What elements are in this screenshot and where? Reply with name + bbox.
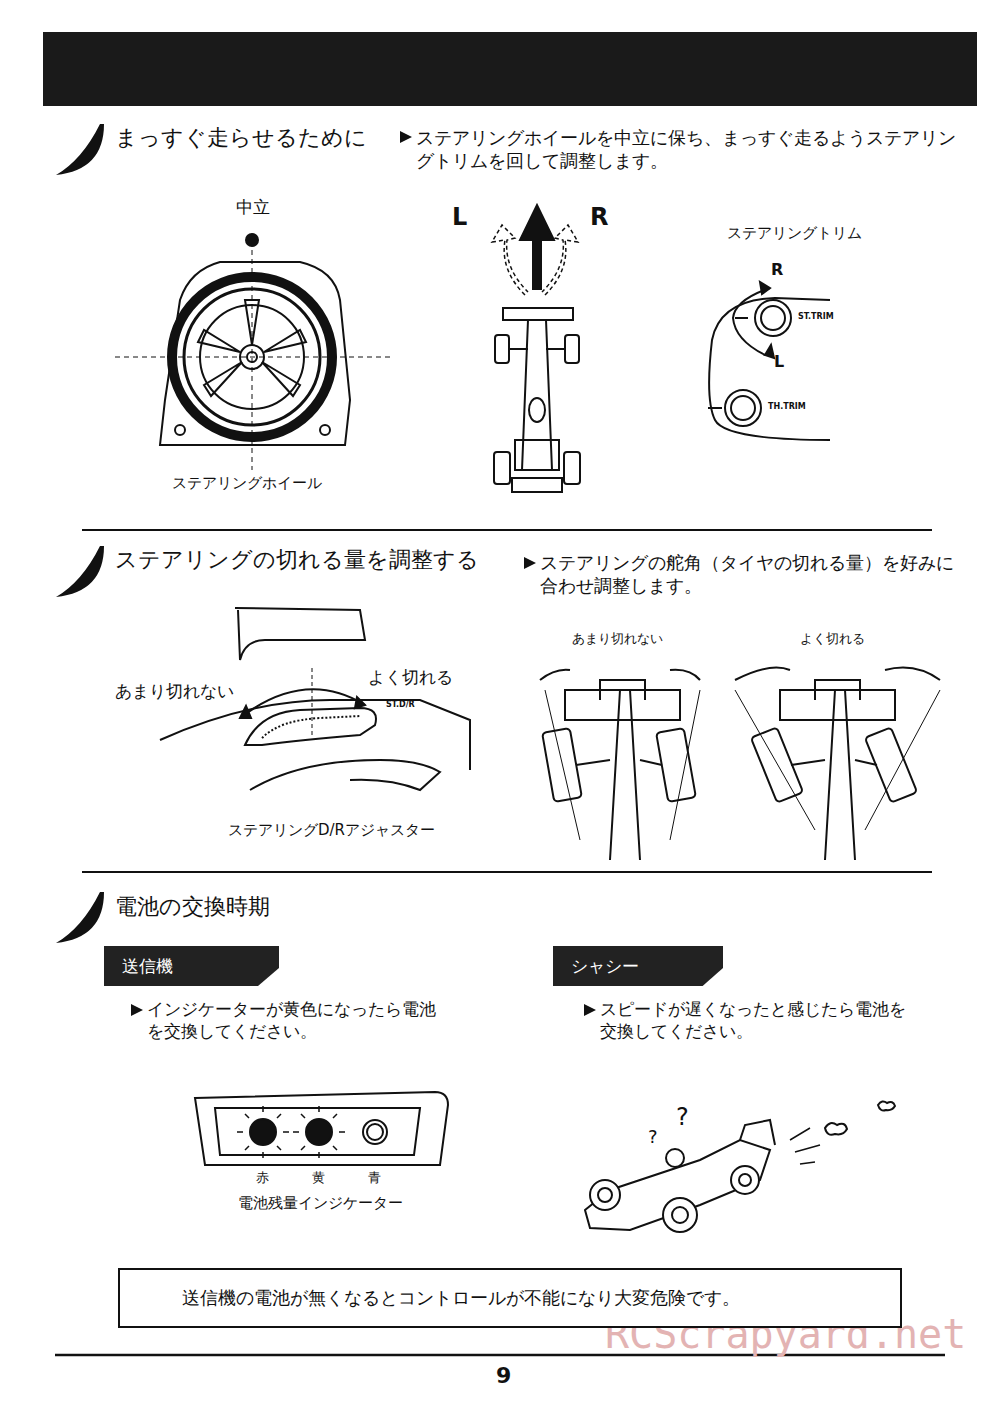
color-label: 青 xyxy=(368,1170,381,1187)
direction-label: あまり切れない xyxy=(115,680,234,702)
part-name: 電池残量インジケーター xyxy=(238,1194,403,1214)
section-heading: 電池の交換時期 xyxy=(115,893,270,922)
diagram-label: あまり切れない xyxy=(572,631,663,648)
direction-label: R xyxy=(771,260,783,281)
position-label: 中立 xyxy=(236,196,270,218)
question-mark: ? xyxy=(676,1102,689,1133)
tab-label: シャシー xyxy=(553,946,723,986)
node-text: 送信機 xyxy=(122,955,173,978)
page-number: 9 xyxy=(496,1362,511,1391)
question-mark: ? xyxy=(648,1125,658,1148)
instruction-text: スピードが遅くなったと感じたら電池を交換してください。 xyxy=(600,998,910,1042)
color-label: 赤 xyxy=(256,1170,269,1187)
instruction-text: インジケーターが黄色になったら電池を交換してください。 xyxy=(147,998,452,1042)
instruction-text: ステアリングホイールを中立に保ち、まっすぐ走るようステアリングトリムを回して調整… xyxy=(416,126,956,173)
part-name: ステアリングホイール xyxy=(172,474,322,494)
knob-label: ST.D/R xyxy=(386,700,415,710)
direction-label: R xyxy=(590,202,608,233)
knob-label: ST.TRIM xyxy=(798,312,834,322)
tab-label: 送信機 xyxy=(104,946,279,986)
part-name: ステアリングD/Rアジャスター xyxy=(228,821,435,841)
direction-label: L xyxy=(774,352,784,373)
diagram-label: よく切れる xyxy=(800,631,865,648)
section-heading: まっすぐ走らせるために xyxy=(115,124,367,153)
direction-label: よく切れる xyxy=(368,666,453,688)
direction-label: L xyxy=(452,202,467,233)
instruction-text: ステアリングの舵角（タイヤの切れる量）を好みに合わせ調整します。 xyxy=(540,551,960,598)
knob-label: TH.TRIM xyxy=(768,402,806,412)
color-label: 黄 xyxy=(312,1170,325,1187)
warning-box: 送信機の電池が無くなるとコントロールが不能になり大変危険です。 xyxy=(118,1268,902,1328)
section-heading: ステアリングの切れる量を調整する xyxy=(115,546,479,575)
node-text: シャシー xyxy=(571,955,639,978)
part-name: ステアリングトリム xyxy=(727,224,862,244)
node-text: 送信機の電池が無くなるとコントロールが不能になり大変危険です。 xyxy=(182,1286,740,1310)
